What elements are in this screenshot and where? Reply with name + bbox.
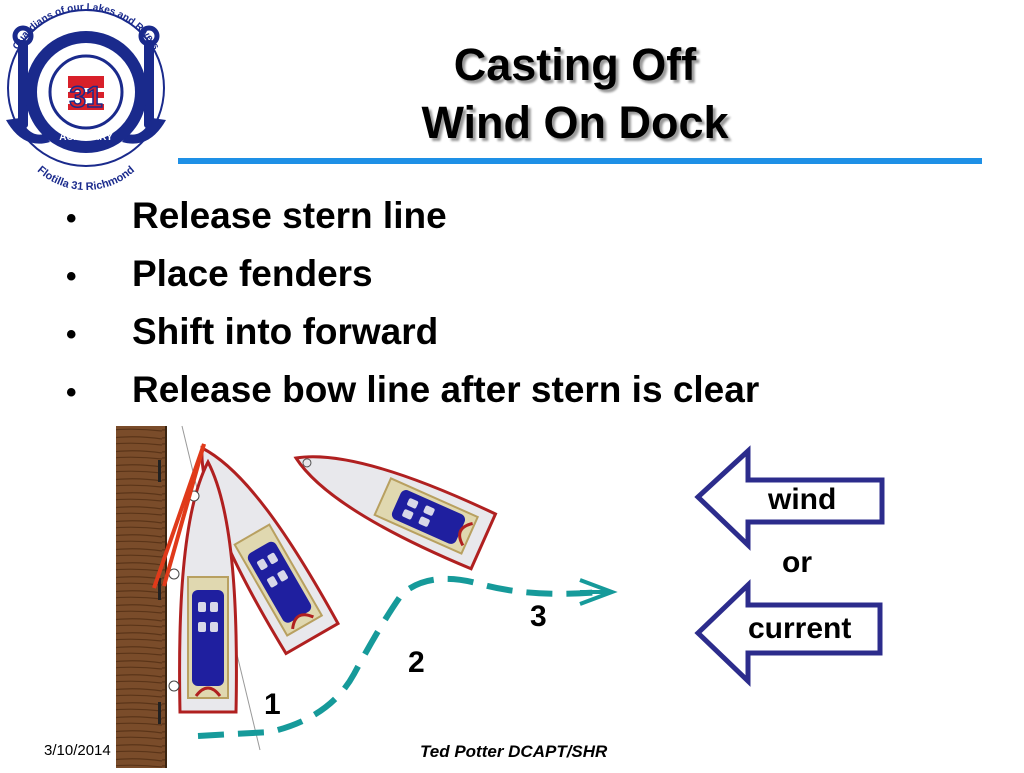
boat-position-2 [200, 445, 341, 656]
boat-position-3 [293, 455, 498, 571]
boat-position-1 [178, 458, 238, 714]
departure-path [197, 575, 601, 739]
title-line-1: Casting Off [453, 39, 697, 90]
bullet-symbol: • [66, 376, 77, 409]
bullet-item: • Place fenders [60, 246, 759, 304]
step-label-3: 3 [530, 600, 547, 633]
dock [116, 426, 166, 768]
direction-arrows [694, 445, 885, 687]
bullet-text: Release bow line after stern is clear [132, 369, 760, 410]
auxiliary-emblem: 31 U.S. COAST GUARD AUXILIARY Flotilla 3… [6, 2, 166, 193]
bullet-text: Release stern line [132, 195, 447, 236]
casting-off-diagram [110, 420, 630, 768]
step-label-2: 2 [408, 646, 425, 679]
footer-author: Ted Potter DCAPT/SHR [420, 742, 608, 761]
wind-label: wind [768, 483, 837, 516]
dock-lines [152, 443, 206, 589]
title-line-2: Wind On Dock [421, 97, 729, 148]
bullet-item: • Release bow line after stern is clear [60, 362, 759, 420]
bullet-symbol: • [66, 202, 77, 235]
title-divider [178, 158, 982, 164]
or-label: or [782, 546, 812, 579]
flotilla-number: 31 [69, 81, 102, 114]
bullet-symbol: • [66, 318, 77, 351]
dock-cleat-icon [158, 460, 161, 724]
anchor-icon [6, 25, 166, 144]
svg-text:Flotilla 31 Richmond: Flotilla 31 Richmond [35, 164, 137, 190]
wind-arrow-icon [694, 445, 885, 551]
bullet-item: • Shift into forward [60, 304, 759, 362]
footer-date: 3/10/2014 [44, 742, 111, 759]
bullet-symbol: • [66, 260, 77, 293]
logo-inner-bottom-text: AUXILIARY [59, 132, 113, 143]
bullet-item: • Release stern line [60, 188, 759, 246]
logo-ring-bottom-text: Flotilla 31 Richmond [35, 164, 137, 193]
bullet-list: • Release stern line • Place fenders • Shif… [60, 188, 759, 420]
slide-title: Casting Off Wind On Dock [330, 36, 820, 152]
bullet-text: Shift into forward [132, 311, 439, 352]
auxiliary-logo: 31 U.S. COAST GUARD AUXILIARY Flotilla 3… [0, 0, 172, 193]
current-label: current [748, 612, 852, 645]
step-label-1: 1 [264, 688, 281, 721]
bullet-text: Place fenders [132, 253, 373, 294]
current-arrow-icon [694, 579, 883, 687]
path-arrow-icon [579, 578, 618, 606]
